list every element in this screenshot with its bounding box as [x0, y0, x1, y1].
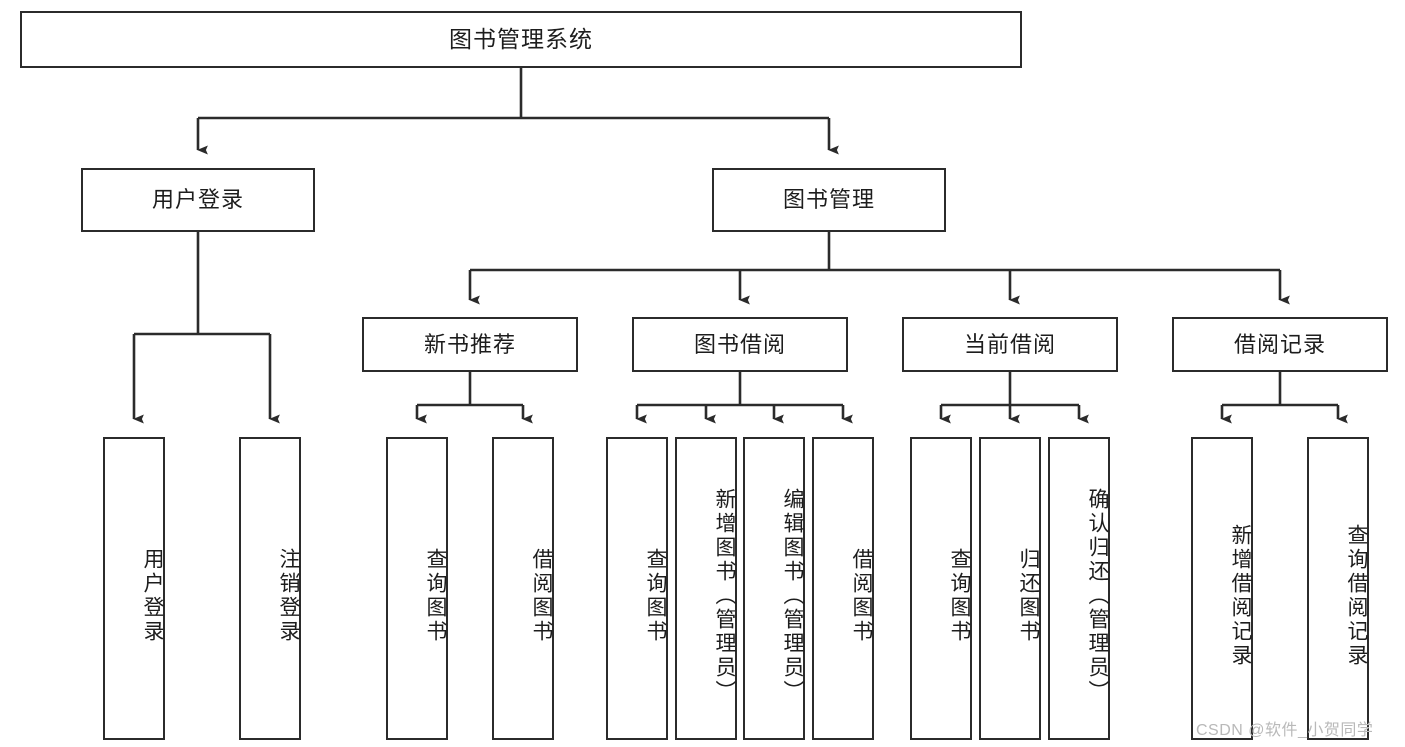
- leaf-confirm-return-admin[interactable]: 确认归还（管理员）: [1048, 437, 1110, 740]
- leaf-add-book-admin[interactable]: 新增图书（管理员）: [675, 437, 737, 740]
- csdn-watermark: CSDN @软件_小贺同学: [1196, 722, 1374, 739]
- leaf-return-book[interactable]: 归还图书: [979, 437, 1041, 740]
- node-book-management-system[interactable]: 图书管理系统: [20, 11, 1022, 68]
- leaf-query-book-borrow[interactable]: 查询图书: [606, 437, 668, 740]
- leaf-borrow-book-recommend[interactable]: 借阅图书: [492, 437, 554, 740]
- leaf-query-book-recommend[interactable]: 查询图书: [386, 437, 448, 740]
- node-book-borrow[interactable]: 图书借阅: [632, 317, 848, 372]
- leaf-borrow-book[interactable]: 借阅图书: [812, 437, 874, 740]
- leaf-add-borrow-record[interactable]: 新增借阅记录: [1191, 437, 1253, 740]
- leaf-query-book-current[interactable]: 查询图书: [910, 437, 972, 740]
- leaf-query-borrow-record[interactable]: 查询借阅记录: [1307, 437, 1369, 740]
- node-new-book-recommend[interactable]: 新书推荐: [362, 317, 578, 372]
- leaf-user-login[interactable]: 用户登录: [103, 437, 165, 740]
- node-borrow-record[interactable]: 借阅记录: [1172, 317, 1388, 372]
- node-book-management[interactable]: 图书管理: [712, 168, 946, 232]
- node-user-login[interactable]: 用户登录: [81, 168, 315, 232]
- node-current-borrow[interactable]: 当前借阅: [902, 317, 1118, 372]
- leaf-logout-login[interactable]: 注销登录: [239, 437, 301, 740]
- leaf-edit-book-admin[interactable]: 编辑图书（管理员）: [743, 437, 805, 740]
